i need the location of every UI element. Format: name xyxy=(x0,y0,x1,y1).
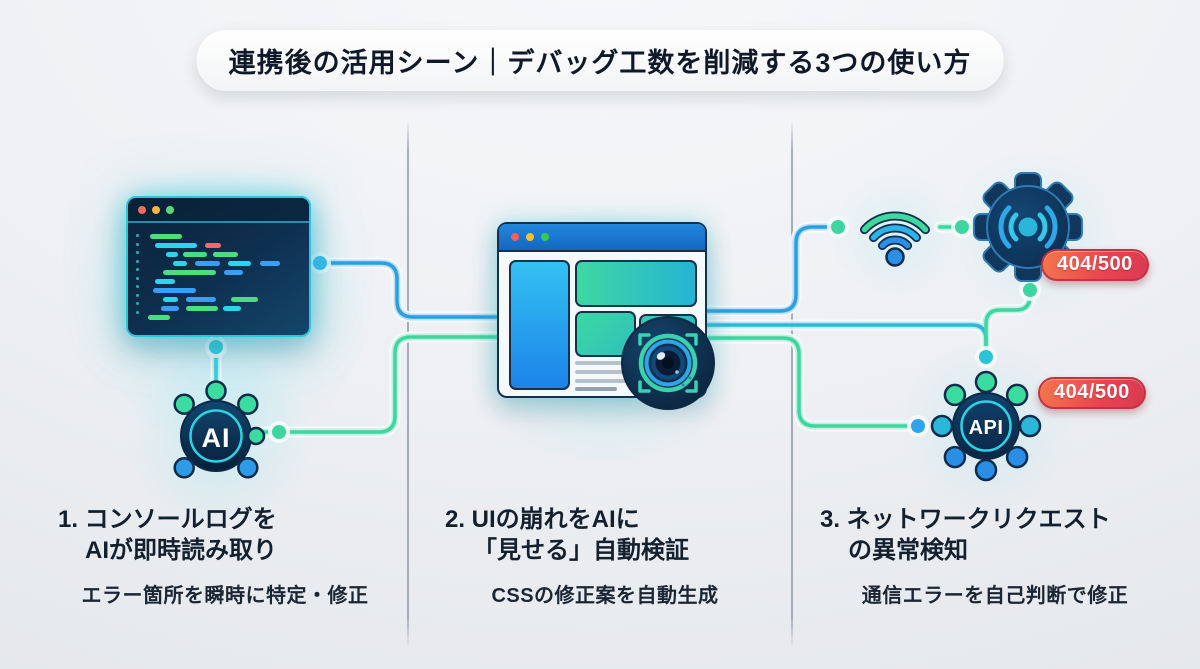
wire-gear-to-api xyxy=(984,288,1032,356)
editor-gutter xyxy=(135,231,145,322)
focus-brackets xyxy=(638,333,698,393)
signal-waves xyxy=(998,205,1058,249)
caption-console-log: 1. コンソールログを AIが即時読み取り エラー箇所を瞬時に特定・修正 xyxy=(40,504,410,608)
window-close-dot xyxy=(138,205,146,214)
ai-label: AI xyxy=(202,423,231,453)
section-divider-2 xyxy=(791,120,793,648)
screenshot-camera-icon xyxy=(621,316,715,410)
caption-heading-line1: 1. コンソールログを xyxy=(58,506,277,533)
code-line xyxy=(145,268,301,277)
caption-ui-verification: 2. UIの崩れをAIに 「見せる」自動検証 CSSの修正案を自動生成 xyxy=(425,504,785,608)
browser-sidebar-block xyxy=(509,260,570,390)
page-title: 連携後の活用シーン｜デバッグ工数を削減する3つの使い方 xyxy=(196,30,1004,91)
caption-heading-line2: 「見せる」自動検証 xyxy=(473,537,689,565)
code-line xyxy=(145,250,301,259)
wire-ai-to-browser xyxy=(260,335,602,434)
browser-text-line xyxy=(575,387,617,391)
api-label: API xyxy=(969,417,1004,439)
code-line xyxy=(145,277,301,286)
wifi-icon xyxy=(860,211,930,267)
code-line xyxy=(145,241,301,250)
caption-heading: 3. ネットワークリクエスト の異常検知 xyxy=(820,504,1190,566)
section-divider-1 xyxy=(407,120,409,648)
wire-browser-to-api xyxy=(598,336,918,428)
window-zoom-dot xyxy=(541,233,549,241)
caption-heading-line1: 3. ネットワークリクエスト xyxy=(820,506,1111,533)
api-hub-icon: API xyxy=(930,370,1042,482)
code-line xyxy=(145,304,301,313)
editor-titlebar xyxy=(128,198,309,223)
browser-hero-block xyxy=(575,260,697,307)
window-zoom-dot xyxy=(166,205,174,214)
caption-subtitle: エラー箇所を瞬時に特定・修正 xyxy=(81,585,369,608)
code-line xyxy=(145,259,301,268)
caption-heading-line2: の異常検知 xyxy=(848,537,968,565)
browser-text-line xyxy=(575,370,653,374)
code-lines xyxy=(145,231,301,322)
caption-network-anomaly: 3. ネットワークリクエスト の異常検知 通信エラーを自己判断で修正 xyxy=(800,504,1190,608)
code-line xyxy=(145,232,301,241)
caption-subtitle: CSSの修正案を自動生成 xyxy=(491,585,719,608)
wire-browser-to-wifi xyxy=(598,225,832,313)
browser-titlebar xyxy=(499,224,705,252)
browser-text-line xyxy=(575,379,637,383)
caption-heading-line1: 2. UIの崩れをAIに xyxy=(445,506,640,533)
caption-heading-line2: AIが即時読み取り xyxy=(85,537,277,565)
caption-subtitle: 通信エラーを自己判断で修正 xyxy=(861,585,1129,608)
window-close-dot xyxy=(511,233,519,241)
wire-node-dots xyxy=(205,216,1041,443)
code-editor-window xyxy=(126,196,311,337)
window-minimize-dot xyxy=(152,205,160,214)
error-badge-api: 404/500 xyxy=(1038,377,1146,409)
editor-body xyxy=(128,223,309,328)
wire-editor-to-browser xyxy=(306,261,602,319)
code-line xyxy=(145,295,301,304)
network-gear-icon xyxy=(973,172,1083,282)
error-badge-gear: 404/500 xyxy=(1041,249,1149,281)
code-line xyxy=(145,286,301,295)
window-minimize-dot xyxy=(526,233,534,241)
ai-chip-icon: AI xyxy=(173,380,266,479)
browser-text-line xyxy=(575,361,649,365)
caption-heading: 1. コンソールログを AIが即時読み取り xyxy=(58,504,410,566)
caption-heading: 2. UIの崩れをAIに 「見せる」自動検証 xyxy=(445,504,785,566)
code-line xyxy=(145,313,301,322)
